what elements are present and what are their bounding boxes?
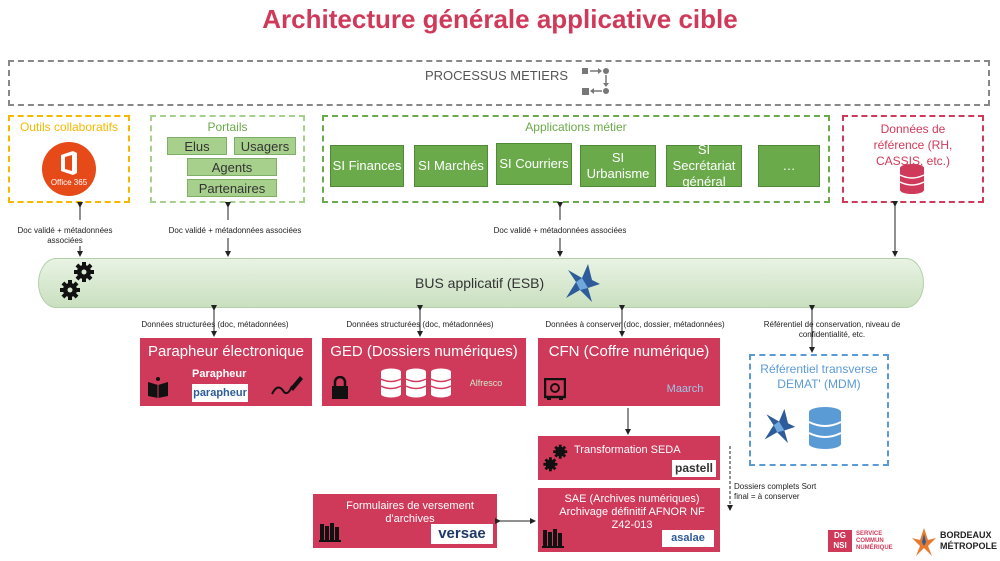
note-parapheur: Données structurées (doc, métadonnées) [141,320,289,329]
bordeaux-metropole-icon [912,528,936,556]
seda-gears-icon [543,444,568,472]
formulaires-books-icon [319,523,341,542]
formulaires-label: Formulaires de versement d'archives [346,500,474,525]
ged-box: GED (Dossiers numériques) Alfresco [322,338,526,406]
portails-label: Portails [207,120,248,134]
versae-logo: versae [431,524,493,544]
database-stack-icon [380,368,452,398]
bordeaux-metropole-text: BORDEAUX MÉTROPOLE [940,530,998,551]
parapheur-box: Parapheur électronique Parapheur paraphe… [140,338,312,406]
donnees-reference-box: Données de référence (RH, CASSIS, etc.) [842,115,984,203]
processus-metiers-label: PROCESSUS METIERS [425,68,569,83]
sae-box: SAE (Archives numériques) Archivage défi… [538,488,720,552]
safe-icon [544,378,566,400]
parapheur-logo-2: parapheur [192,384,248,402]
bus-applicatif: BUS applicatif (ESB) [38,258,924,308]
si-courriers[interactable]: SI Courriers [496,143,572,185]
note-outils: Doc validé + métadonnées associées [17,226,113,245]
maarch-logo: Maarch [656,380,714,398]
portail-agents[interactable]: Agents [187,158,277,176]
applications-metier-box: Applications métier SI Finances SI March… [322,115,830,203]
note-cfn: Données à conserver (doc, dossier, métad… [545,320,725,329]
outils-collaboratifs-box: Outils collaboratifs Office 365 [8,115,130,203]
note-dossiers: Dossiers complets Sort final = à conserv… [734,482,817,501]
outils-collaboratifs-label: Outils collaboratifs [19,120,119,134]
formulaires-box: Formulaires de versement d'archives vers… [313,494,497,548]
si-finances[interactable]: SI Finances [330,145,404,187]
si-secretariat-general[interactable]: SI Secrétariat général [666,142,742,189]
office365-logo: Office 365 [42,142,96,196]
pastell-logo: pastell [672,460,716,477]
lock-icon [332,376,348,399]
parapheur-logo-1: Parapheur [192,368,247,380]
service-commun-text: SERVICE COMMUN NUMÉRIQUE [856,531,893,551]
mdm-bird-icon [764,408,796,444]
seda-label: Transformation SEDA [574,444,681,456]
portail-usagers[interactable]: Usagers [234,137,296,155]
mdm-database-icon [808,407,842,449]
bus-label: BUS applicatif (ESB) [415,275,545,291]
note-ged: Données structurées (doc, métadonnées) [346,320,494,329]
parapheur-label: Parapheur électronique [148,343,304,360]
seda-box: Transformation SEDA pastell [538,436,720,480]
dgnsi-text: DG NSI [833,531,847,550]
esb-bird-icon [566,264,600,302]
si-urbanisme[interactable]: SI Urbanisme [580,145,656,187]
asalae-logo: asalae [662,530,714,547]
portail-elus[interactable]: Elus [167,137,227,155]
signature-pen-icon [271,376,303,395]
sae-label: SAE (Archives numériques) Archivage défi… [559,493,705,531]
processus-metiers-box: PROCESSUS METIERS [8,60,990,106]
portails-box: Portails Elus Usagers Agents Partenaires [150,115,305,203]
applications-metier-label: Applications métier [525,120,627,134]
si-more[interactable]: … [758,145,820,187]
note-portails: Doc validé + métadonnées associées [168,226,302,235]
database-icon [899,164,925,194]
flow-icon [582,68,609,95]
note-referentiel: Référentiel de conservation, niveau de c… [763,320,901,339]
office-icon [61,151,77,175]
ged-label: GED (Dossiers numériques) [330,343,518,360]
note-apps: Doc validé + métadonnées associées [493,226,627,235]
office365-label: Office 365 [50,178,88,187]
gears-icon [60,262,94,300]
cfn-box: CFN (Coffre numérique) Maarch [538,338,720,406]
book-icon [148,377,168,398]
portail-partenaires[interactable]: Partenaires [187,179,277,197]
alfresco-logo: Alfresco [456,374,516,392]
si-marches[interactable]: SI Marchés [414,145,488,187]
mdm-label: Référentiel transverse DEMAT' (MDM) [760,362,878,391]
mdm-box: Référentiel transverse DEMAT' (MDM) [749,354,889,466]
page-title: Architecture générale applicative cible [262,4,738,34]
archive-books-icon [542,529,564,548]
alfresco-logo-text: Alfresco [469,378,503,388]
dgnsi-logo: DG NSI [828,530,852,552]
cfn-label: CFN (Coffre numérique) [548,343,710,360]
maarch-logo-text: Maarch [666,383,704,395]
donnees-reference-label: Données de référence (RH, CASSIS, etc.) [873,122,953,168]
